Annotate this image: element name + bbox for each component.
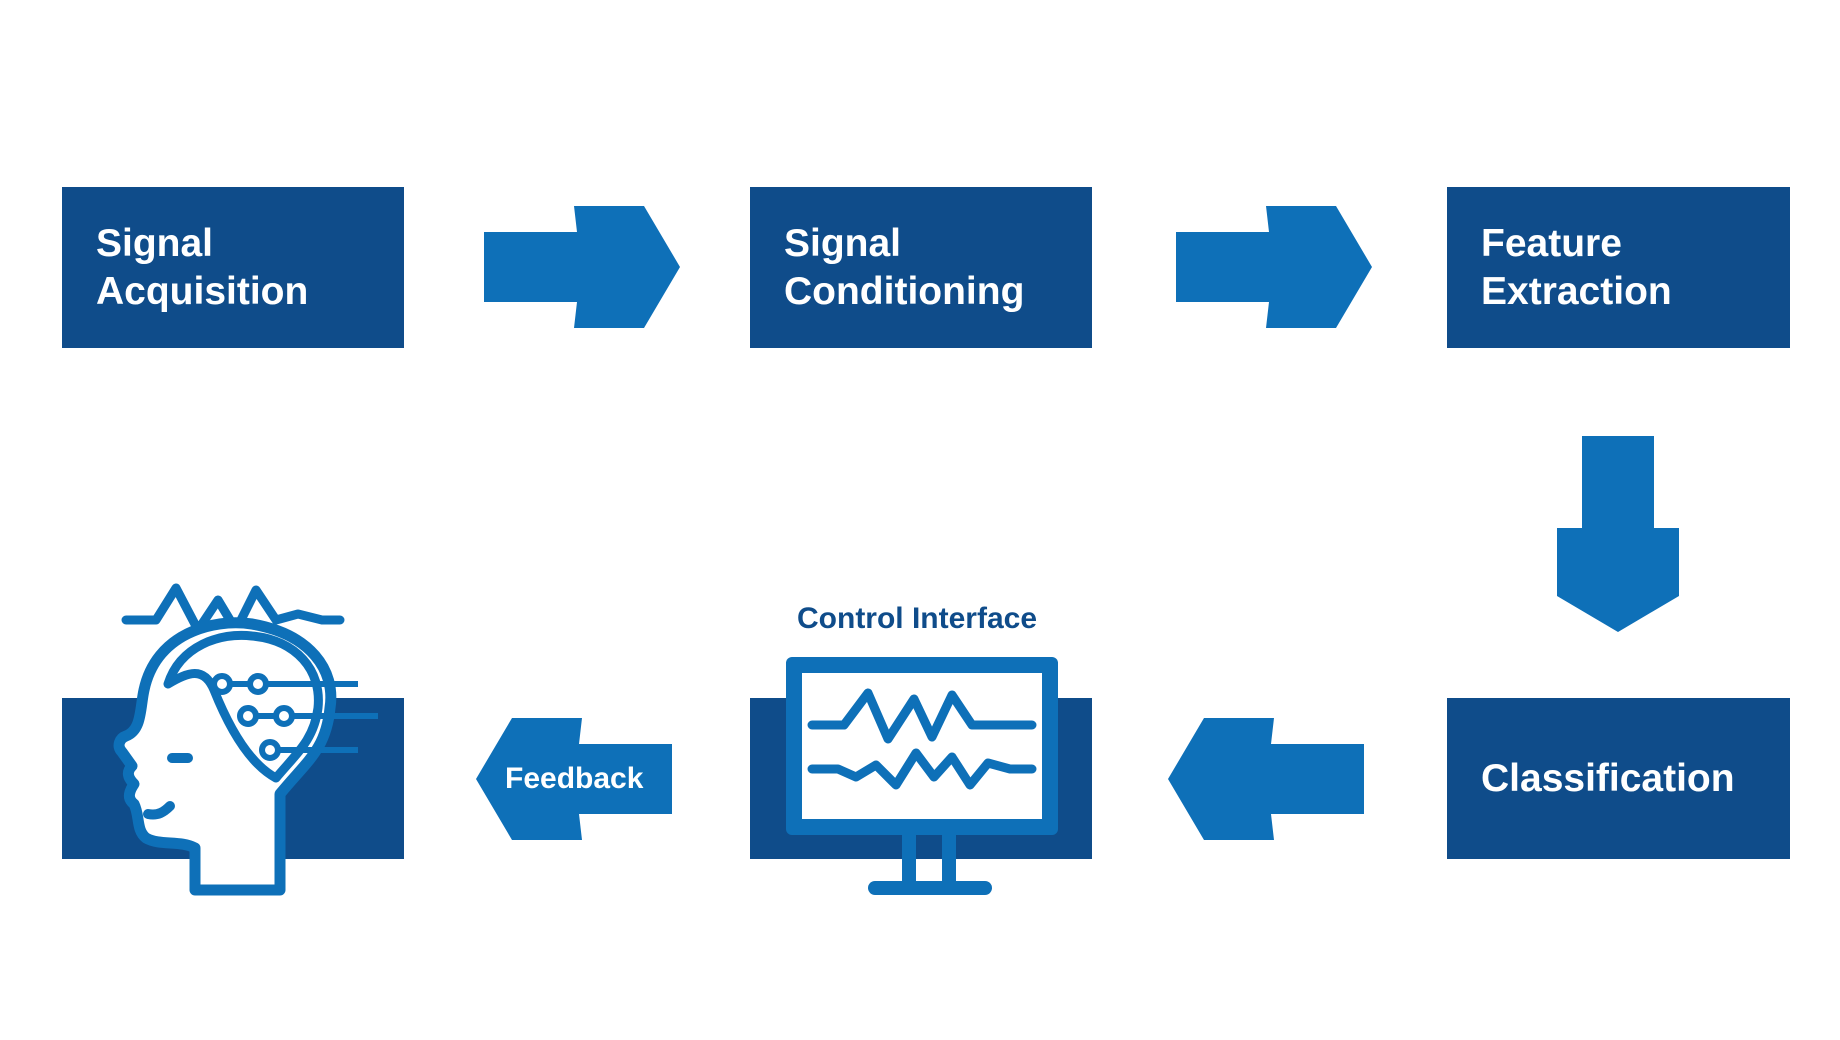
signal-acquisition-label-line2: Acquisition bbox=[96, 269, 309, 313]
signal-conditioning-label-line2: Conditioning bbox=[784, 269, 1025, 313]
arrow-down bbox=[1557, 436, 1679, 632]
signal-conditioning-label-line1: Signal bbox=[784, 221, 902, 265]
monitor-waveform-icon bbox=[784, 655, 1060, 900]
arrow-right-1 bbox=[484, 206, 680, 328]
feedback-arrow: Feedback bbox=[476, 718, 672, 840]
control-interface-label: Control Interface bbox=[797, 602, 1038, 635]
feature-extraction-label-line1: Feature bbox=[1481, 221, 1622, 265]
arrow-left-1 bbox=[1168, 718, 1364, 840]
signal-acquisition-box: Signal Acquisition bbox=[62, 187, 404, 348]
arrow-right-2 bbox=[1176, 206, 1372, 328]
signal-conditioning-box: Signal Conditioning bbox=[750, 187, 1092, 348]
brain-head-icon bbox=[100, 580, 400, 900]
signal-acquisition-label-line1: Signal bbox=[96, 221, 214, 265]
feedback-label: Feedback bbox=[505, 762, 644, 795]
feature-extraction-label-line2: Extraction bbox=[1481, 269, 1672, 313]
feature-extraction-box: Feature Extraction bbox=[1447, 187, 1790, 348]
classification-box: Classification bbox=[1447, 698, 1790, 859]
classification-label: Classification bbox=[1481, 756, 1735, 800]
